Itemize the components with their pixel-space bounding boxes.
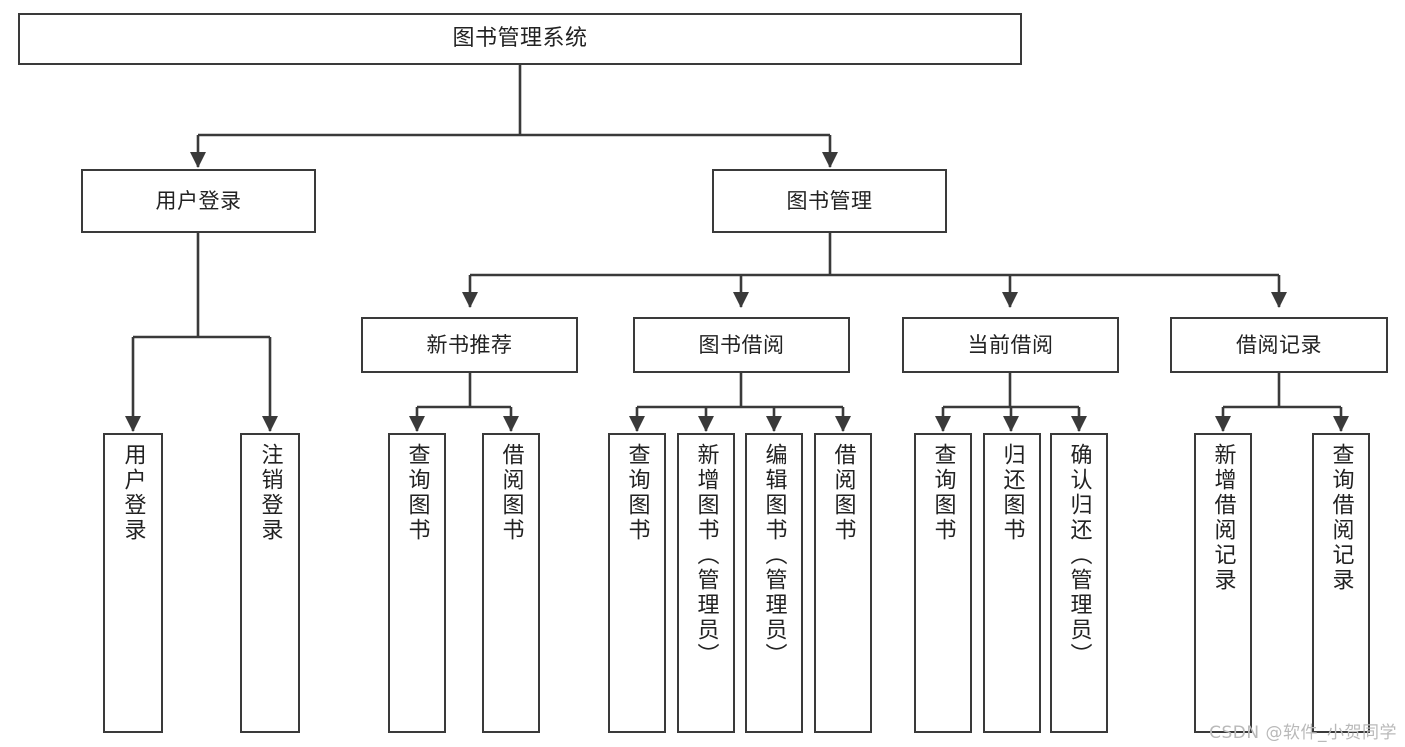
leaf-edit-book-admin-label: 编辑图书（管理员） bbox=[761, 443, 787, 668]
node-current-borrow-label: 当前借阅 bbox=[967, 332, 1054, 357]
leaf-add-borrow-record-label: 新增借阅记录 bbox=[1210, 443, 1236, 593]
node-root-label: 图书管理系统 bbox=[452, 26, 588, 52]
leaf-edit-book-admin[interactable]: 编辑图书（管理员） bbox=[745, 433, 803, 733]
node-book-management[interactable]: 图书管理 bbox=[712, 169, 947, 233]
leaf-query-book-recommend-label: 查询图书 bbox=[404, 443, 430, 543]
node-root[interactable]: 图书管理系统 bbox=[18, 13, 1022, 65]
leaf-query-book-borrow[interactable]: 查询图书 bbox=[608, 433, 666, 733]
leaf-return-book-label: 归还图书 bbox=[999, 443, 1025, 543]
leaf-borrow-book[interactable]: 借阅图书 bbox=[814, 433, 872, 733]
leaf-user-login[interactable]: 用户登录 bbox=[103, 433, 163, 733]
leaf-return-book[interactable]: 归还图书 bbox=[983, 433, 1041, 733]
leaf-borrow-book-recommend-label: 借阅图书 bbox=[498, 443, 524, 543]
leaf-confirm-return-admin-label: 确认归还（管理员） bbox=[1066, 443, 1092, 668]
leaf-query-book-borrow-label: 查询图书 bbox=[624, 443, 650, 543]
leaf-logout[interactable]: 注销登录 bbox=[240, 433, 300, 733]
leaf-borrow-book-recommend[interactable]: 借阅图书 bbox=[482, 433, 540, 733]
leaf-logout-label: 注销登录 bbox=[257, 443, 283, 543]
leaf-user-login-label: 用户登录 bbox=[120, 443, 146, 543]
node-user-login-label: 用户登录 bbox=[155, 188, 242, 213]
node-current-borrow[interactable]: 当前借阅 bbox=[902, 317, 1119, 373]
csdn-watermark: CSDN @软件_小贺同学 bbox=[1209, 723, 1397, 743]
node-book-borrow[interactable]: 图书借阅 bbox=[633, 317, 850, 373]
node-new-book-recommend[interactable]: 新书推荐 bbox=[361, 317, 578, 373]
node-borrow-record-label: 借阅记录 bbox=[1236, 332, 1322, 357]
leaf-query-borrow-record[interactable]: 查询借阅记录 bbox=[1312, 433, 1370, 733]
node-book-management-label: 图书管理 bbox=[786, 188, 873, 213]
node-new-book-recommend-label: 新书推荐 bbox=[426, 332, 513, 357]
leaf-add-book-admin-label: 新增图书（管理员） bbox=[693, 443, 719, 668]
leaf-query-borrow-record-label: 查询借阅记录 bbox=[1328, 443, 1354, 593]
node-borrow-record[interactable]: 借阅记录 bbox=[1170, 317, 1388, 373]
leaf-add-book-admin[interactable]: 新增图书（管理员） bbox=[677, 433, 735, 733]
node-user-login[interactable]: 用户登录 bbox=[81, 169, 316, 233]
leaf-add-borrow-record[interactable]: 新增借阅记录 bbox=[1194, 433, 1252, 733]
leaf-borrow-book-label: 借阅图书 bbox=[830, 443, 856, 543]
leaf-query-book-current-label: 查询图书 bbox=[930, 443, 956, 543]
node-book-borrow-label: 图书借阅 bbox=[698, 332, 785, 357]
leaf-confirm-return-admin[interactable]: 确认归还（管理员） bbox=[1050, 433, 1108, 733]
leaf-query-book-current[interactable]: 查询图书 bbox=[914, 433, 972, 733]
leaf-query-book-recommend[interactable]: 查询图书 bbox=[388, 433, 446, 733]
